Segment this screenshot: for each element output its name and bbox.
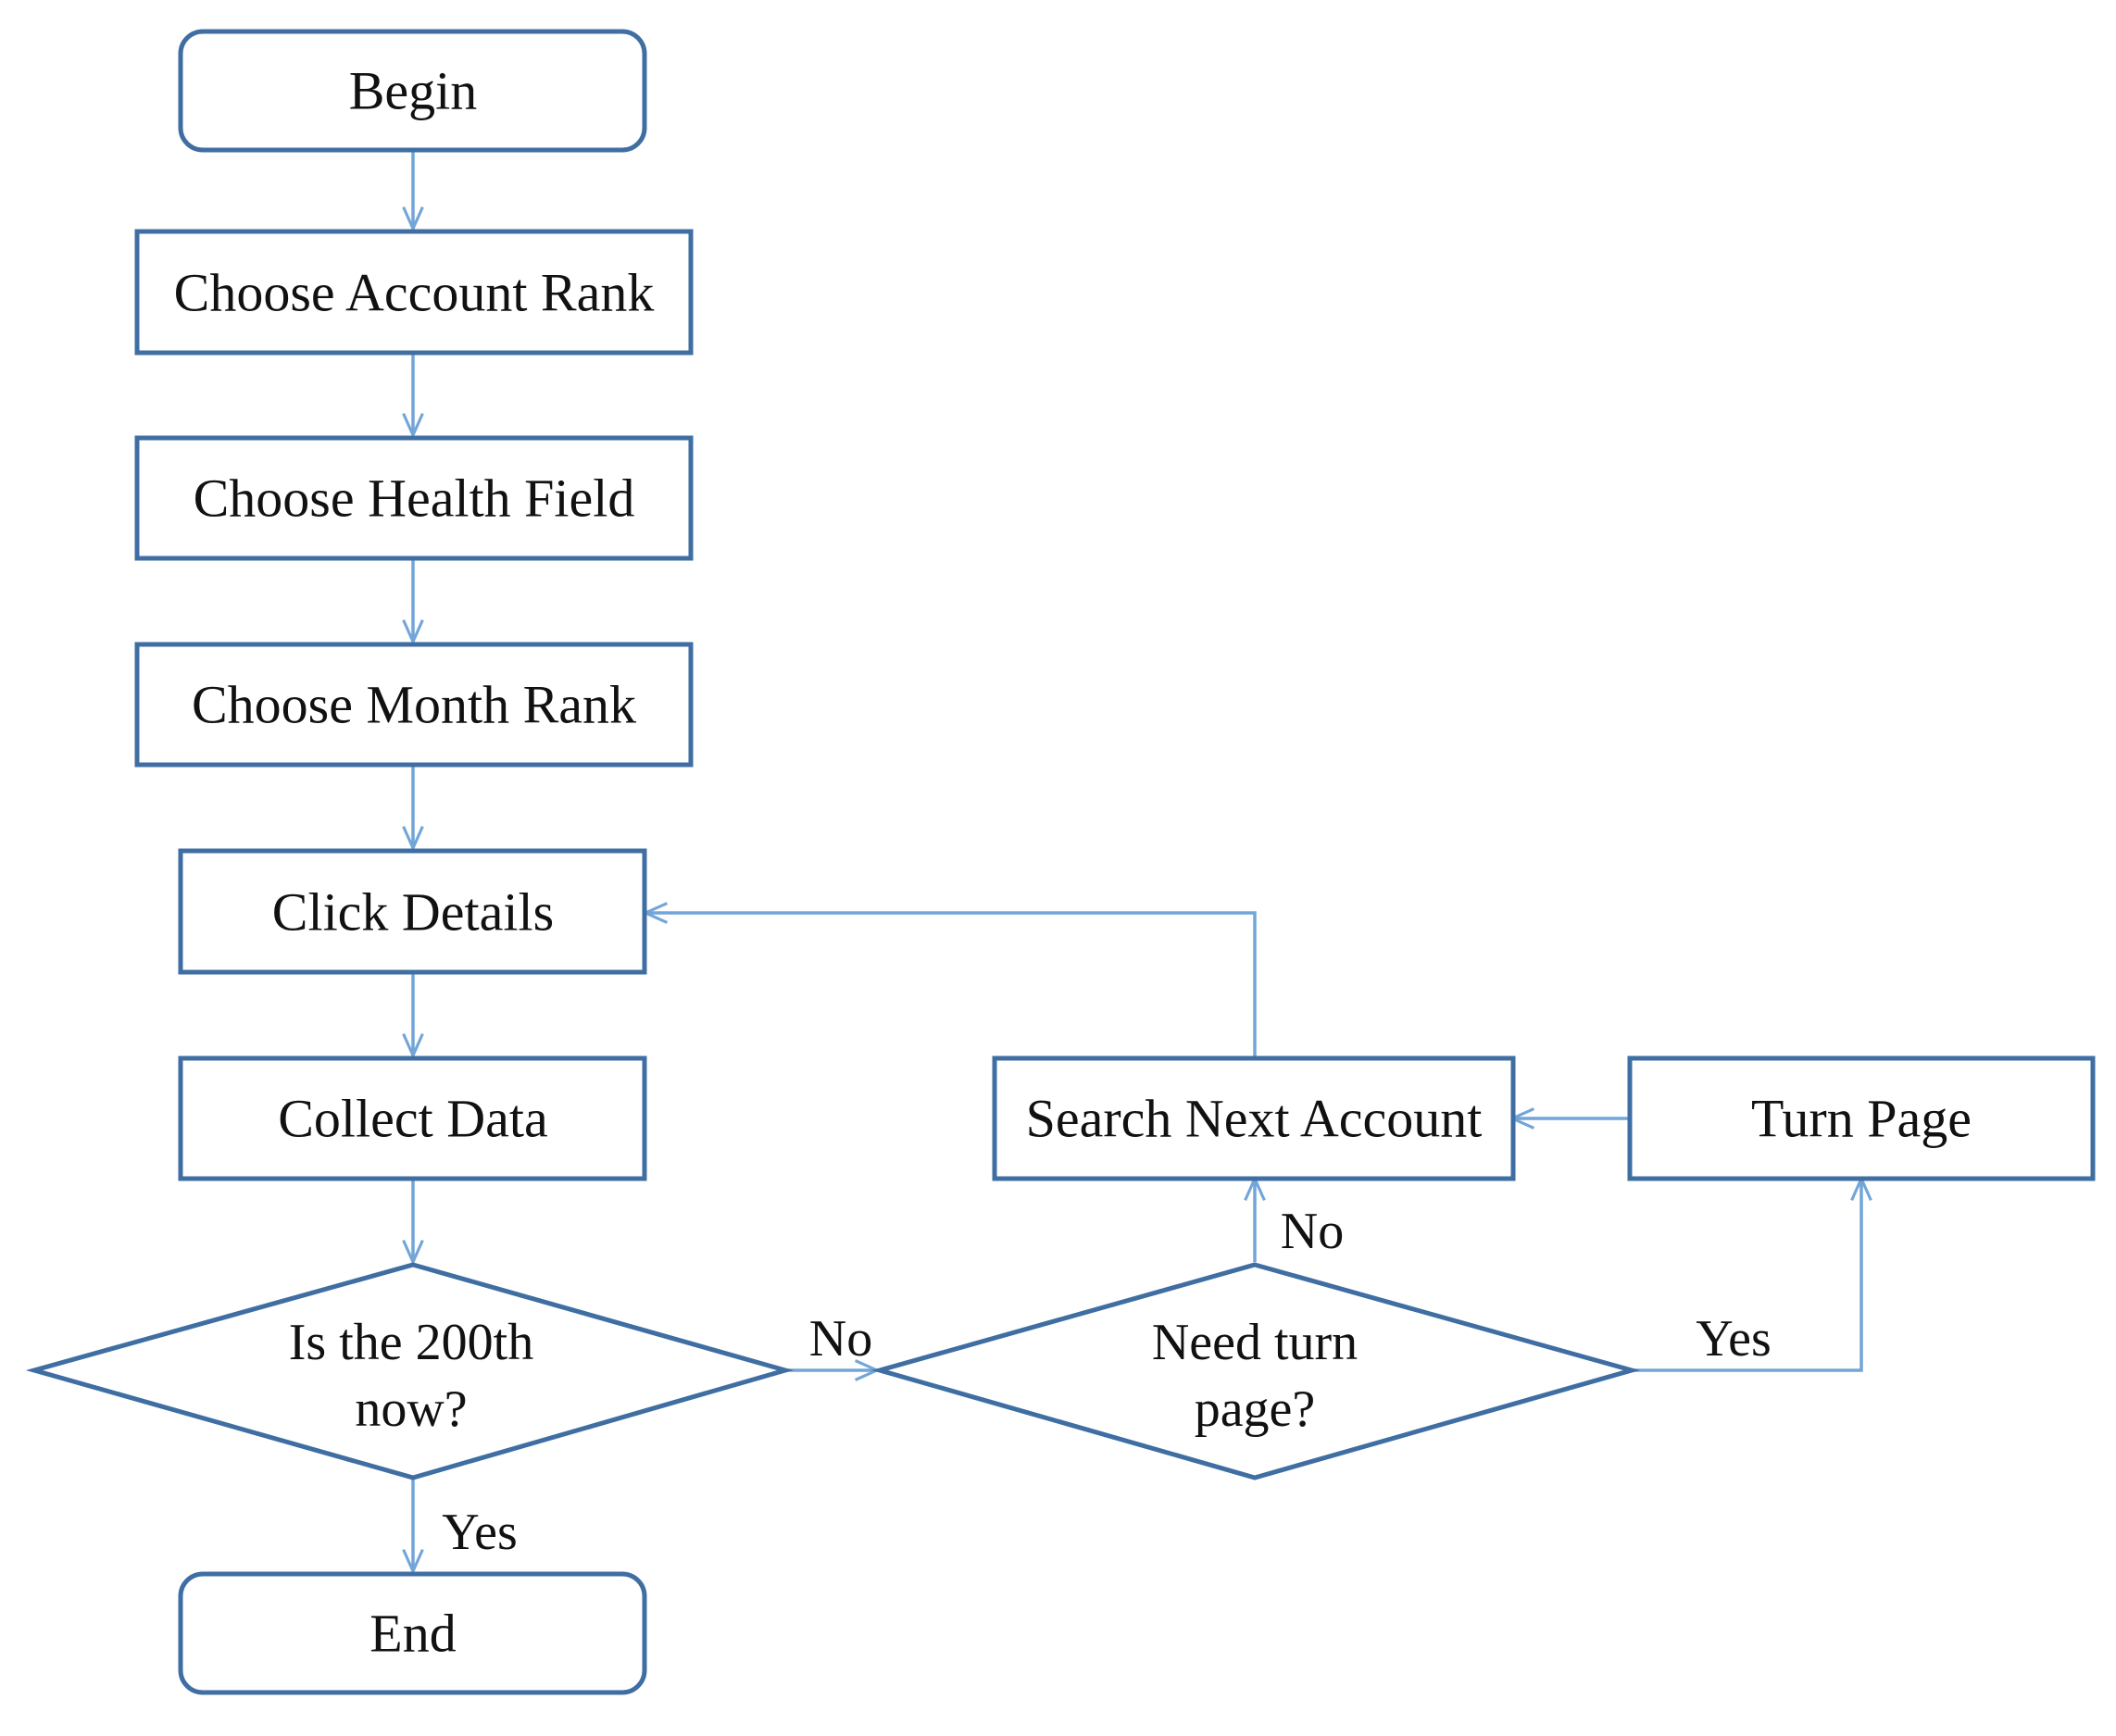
search-next-account-label: Search Next Account	[1026, 1089, 1483, 1149]
begin-label: Begin	[349, 61, 478, 121]
edge-need-turn-to-turn-page	[1632, 1179, 1861, 1372]
search-next-account-box	[992, 1055, 1516, 1181]
edge-labels: No No Yes Yes	[442, 1203, 1771, 1561]
shapes	[25, 29, 2096, 1695]
choose-month-rank-box	[134, 642, 694, 768]
choose-month-rank-label: Choose Month Rank	[192, 675, 636, 735]
edge-search-next-to-click-details	[645, 913, 1257, 1057]
edge-label-yes-to-end: Yes	[442, 1504, 517, 1561]
choose-account-rank-box	[134, 229, 694, 356]
choose-health-field-label: Choose Health Field	[194, 468, 635, 529]
click-details-box	[178, 848, 647, 975]
decision-200th-label-line1: Is the 200th	[289, 1314, 533, 1371]
end-terminal	[178, 1571, 647, 1695]
turn-page-box	[1627, 1055, 2096, 1181]
edge-label-no-to-need-turn: No	[809, 1310, 872, 1368]
turn-page-label: Turn Page	[1751, 1089, 1972, 1149]
decision-need-turn-diamond	[870, 1262, 1641, 1480]
end-label: End	[369, 1604, 456, 1664]
decision-need-turn-label-line2: page?	[1195, 1380, 1316, 1438]
edge-label-no-to-search-next: No	[1281, 1203, 1344, 1260]
click-details-label: Click Details	[272, 882, 554, 943]
decision-200th-diamond	[25, 1262, 795, 1480]
choose-account-rank-label: Choose Account Rank	[174, 263, 655, 323]
choose-health-field-box	[134, 435, 694, 561]
collect-data-box	[178, 1055, 647, 1181]
edge-label-yes-to-turn-page: Yes	[1696, 1310, 1771, 1368]
decision-need-turn-label-line1: Need turn	[1152, 1314, 1358, 1371]
begin-terminal	[178, 29, 647, 153]
connectors	[413, 150, 1861, 1571]
collect-data-label: Collect Data	[278, 1089, 548, 1149]
decision-200th-label-line2: now?	[355, 1380, 467, 1438]
node-labels: Begin Choose Account Rank Choose Health …	[174, 61, 1972, 1664]
